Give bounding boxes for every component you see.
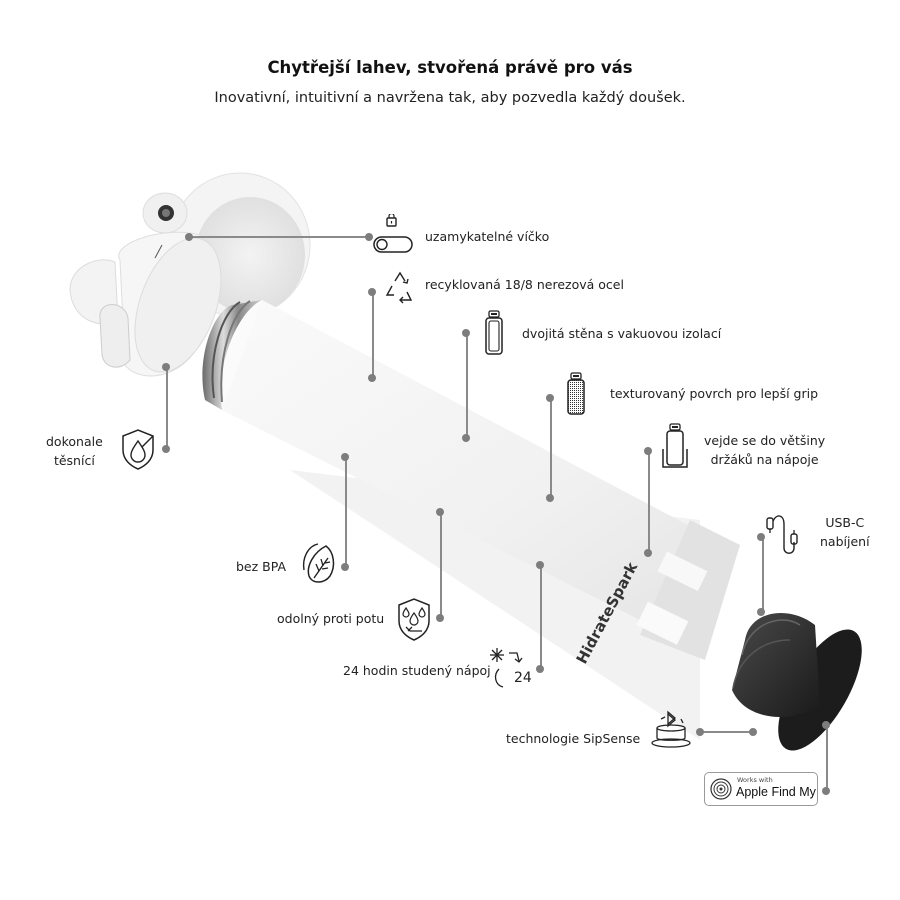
connector-lid: [189, 236, 369, 238]
feature-label-double-wall: dvojitá stěna s vakuovou izolací: [522, 326, 722, 341]
feature-label-sweat-proof: odolný proti potu: [277, 611, 385, 626]
page-title: Chytřejší lahev, stvořená právě pro vás: [267, 58, 633, 77]
connector-dot: [546, 394, 554, 402]
badge-big-text: Apple Find My: [736, 785, 816, 799]
leaf-icon: [302, 543, 335, 583]
connector-dot: [341, 563, 349, 571]
snowflake-24-icon: 24: [490, 648, 532, 688]
find-my-radar-icon: [710, 778, 732, 800]
bottom-cap: [732, 613, 862, 751]
feature-label-line: nabíjení: [820, 534, 870, 549]
feature-label-bpa-free: bez BPA: [236, 559, 287, 574]
feature-label-usb-c: USB-C nabíjení: [820, 513, 870, 551]
bottle-textured-icon: [567, 372, 585, 415]
feature-label-sipsense: technologie SipSense: [506, 731, 641, 746]
connector-dot: [644, 447, 652, 455]
badge-small-text: Works with: [737, 776, 773, 784]
connector-dot: [749, 728, 757, 736]
connector-sipsense: [700, 731, 752, 733]
feature-label-cup-holder: vejde se do většiny držáků na nápoje: [704, 431, 825, 469]
bottle: HidrateSpark: [202, 300, 740, 667]
feature-label-line: dokonale: [46, 434, 103, 449]
connector-double-wall: [466, 332, 468, 438]
connector-dot: [536, 561, 544, 569]
recycle-icon: [385, 271, 413, 304]
connector-sweat: [440, 512, 442, 618]
connector-dot: [162, 445, 170, 453]
connector-dot: [185, 233, 193, 241]
connector-cup-holder: [648, 451, 650, 553]
connector-bpa: [345, 457, 347, 567]
connector-dot: [757, 533, 765, 541]
connector-grip: [550, 398, 552, 498]
usb-c-cable-icon: [766, 515, 798, 554]
connector-dot: [436, 508, 444, 516]
connector-dot: [162, 363, 170, 371]
connector-dot: [462, 329, 470, 337]
connector-dot: [757, 608, 765, 616]
connector-dot: [368, 288, 376, 296]
feature-label-recycled-steel: recyklovaná 18/8 nerezová ocel: [425, 277, 624, 292]
connector-dot: [365, 233, 373, 241]
connector-dot: [822, 787, 830, 795]
feature-label-leakproof: dokonale těsnící: [46, 432, 103, 470]
connector-dot: [546, 494, 554, 502]
connector-leakproof: [166, 367, 168, 449]
shield-droplets-icon: [398, 598, 430, 641]
connector-dot: [436, 614, 444, 622]
lock-toggle-icon: [373, 214, 413, 253]
page-subtitle: Inovativní, intuitivní a navržena tak, a…: [214, 90, 686, 106]
feature-label-cold-24h: 24 hodin studený nápoj: [343, 663, 491, 678]
feature-label-textured-grip: texturovaný povrch pro lepší grip: [610, 386, 819, 401]
connector-cold: [540, 565, 542, 669]
apple-find-my-badge: Works with Apple Find My: [704, 772, 818, 806]
feature-label-line: těsnící: [53, 453, 95, 468]
connector-dot: [536, 665, 544, 673]
bottle-cup-holder-icon: [662, 423, 688, 468]
bluetooth-puck-icon: [651, 710, 691, 748]
connector-recycle: [372, 292, 374, 378]
connector-usb: [762, 536, 764, 612]
connector-findmy: [826, 725, 828, 791]
connector-dot: [696, 728, 704, 736]
feature-label-line: vejde se do většiny: [704, 433, 826, 448]
connector-dot: [644, 549, 652, 557]
feature-label-line: USB-C: [825, 515, 865, 530]
shield-drop-icon: [122, 429, 154, 470]
cold-24-text: 24: [514, 670, 532, 686]
connector-dot: [462, 434, 470, 442]
connector-dot: [341, 453, 349, 461]
bottle-insulated-icon: [485, 310, 503, 355]
lid: [69, 172, 311, 377]
connector-dot: [368, 374, 376, 382]
connector-dot: [822, 721, 830, 729]
feature-label-locking-lid: uzamykatelné víčko: [425, 229, 550, 244]
feature-label-line: držáků na nápoje: [710, 452, 819, 467]
